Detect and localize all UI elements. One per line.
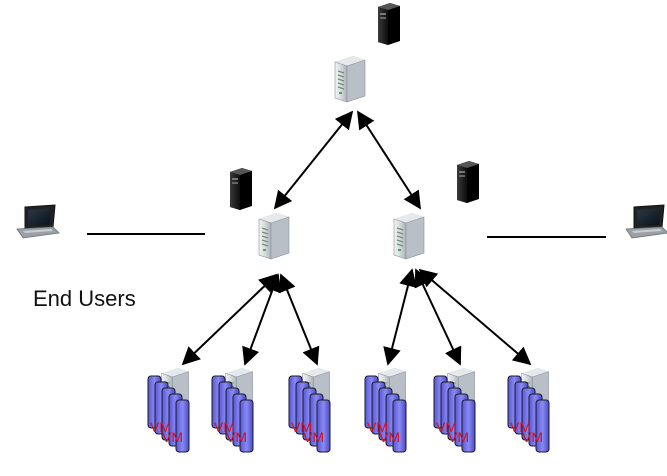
vm-label: VM bbox=[510, 419, 531, 435]
vm-label: VM bbox=[522, 429, 543, 445]
arrow-right-leaf-3 bbox=[418, 268, 532, 366]
arrow-left-leaf-2 bbox=[242, 273, 281, 366]
arrow-right-leaf-1 bbox=[383, 268, 417, 366]
right-server-icon bbox=[393, 212, 425, 260]
right-tower-pc-icon bbox=[457, 161, 479, 203]
vm-label: VM bbox=[436, 419, 457, 435]
vm-label: VM bbox=[291, 419, 312, 435]
vm-label: VM bbox=[367, 419, 388, 435]
root-server-icon bbox=[334, 55, 366, 103]
right-laptop-icon bbox=[625, 204, 667, 239]
vm-label: VM bbox=[303, 429, 324, 445]
end-users-label: End Users bbox=[33, 286, 136, 311]
vm-label: VM bbox=[214, 419, 235, 435]
arrow-root-left bbox=[273, 110, 354, 210]
connection-arrows bbox=[87, 110, 606, 366]
arrow-left-leaf-3 bbox=[278, 273, 320, 366]
arrow-root-right bbox=[357, 110, 421, 210]
vm-label: VM bbox=[379, 429, 400, 445]
vm-label: VM bbox=[150, 419, 171, 435]
left-server-icon bbox=[258, 212, 290, 260]
vm-label: VM bbox=[162, 429, 183, 445]
left-tower-pc-icon bbox=[230, 168, 252, 210]
root-tower-pc-icon bbox=[378, 3, 400, 45]
vm-label: VM bbox=[448, 429, 469, 445]
vm-label: VM bbox=[226, 429, 247, 445]
left-laptop-icon bbox=[16, 204, 60, 239]
